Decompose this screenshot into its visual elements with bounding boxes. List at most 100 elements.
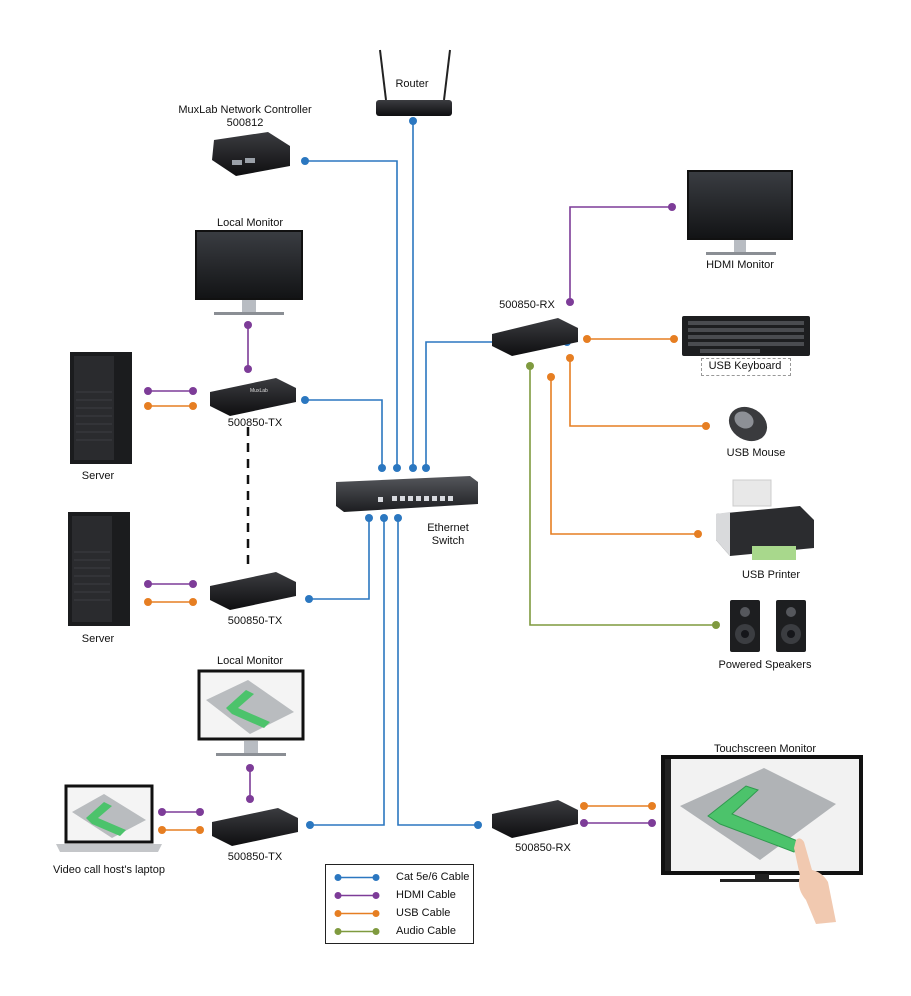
cable-cat-tx_1-to-switch [301,396,386,472]
usb-mouse-label: USB Mouse [726,447,786,459]
server-2-label: Server [81,633,115,645]
cable-end-dot-end [694,530,702,538]
router-icon [376,49,452,116]
network-controller-model: 500812 [226,117,264,129]
cable-layer [144,117,720,834]
cable-end-dot-end [670,335,678,343]
cable-hdmi-local_monitor_1-to-tx_1 [244,321,252,373]
svg-text:MuxLab: MuxLab [250,388,268,394]
legend-label-audio: Audio Cable [396,925,456,937]
cable-line [305,399,383,468]
cable-hdmi-laptop-to-tx_3 [158,808,204,816]
cable-hdmi-rx_2-to-touchscreen [580,819,656,827]
network-controller-icon [212,132,290,176]
cable-line [569,358,706,427]
cable-line [569,206,672,302]
cable-end-dot-end [189,598,197,606]
touchscreen-monitor-icon [661,755,863,882]
cable-cat-tx_2-to-switch [305,514,373,603]
cable-line [529,366,716,626]
cable-end-dot-start [144,598,152,606]
cable-usb-rx_1-to-usb_printer [547,373,702,538]
cable-cat-router-to-switch [409,117,417,472]
usb-keyboard-label: USB Keyboard [708,360,782,372]
cable-end-dot-start [583,335,591,343]
cable-end-dot-start [144,387,152,395]
legend-label-usb: USB Cable [396,907,451,919]
cable-end-dot-end [648,819,656,827]
server-1-label: Server [81,470,115,482]
cable-line [550,377,698,535]
cable-usb-rx_1-to-usb_mouse [566,354,710,430]
cable-hdmi-rx_1-to-hdmi_monitor [566,203,676,306]
server-2-icon [68,512,130,626]
legend-dot-usb-right [372,910,380,917]
laptop-label: Video call host's laptop [53,864,165,876]
cable-cat-tx_3-to-switch [306,514,388,829]
cable-line [397,518,478,826]
cable-hdmi-server_1-to-tx_1 [144,387,197,395]
cable-end-dot-start [306,821,314,829]
ethernet-switch-label: Ethernet Switch [420,522,476,548]
tx-3-icon [212,808,298,846]
usb-printer-icon [716,479,814,560]
legend-item-usb: USB Cable [326,905,473,922]
cable-line [425,341,567,468]
rx-1-label: 500850-RX [499,299,555,311]
local-monitor-2-label: Local Monitor [216,655,284,667]
legend-dot-audio-left [334,928,342,935]
router-label: Router [395,78,429,90]
usb-keyboard-icon [682,316,810,356]
cable-end-dot-start [394,514,402,522]
legend-dot-cat-left [334,874,342,881]
tx-2-icon [210,572,296,610]
cable-end-dot-end [244,365,252,373]
cable-hdmi-local_monitor_2-to-tx_3 [246,764,254,803]
tx-3-label: 500850-TX [227,851,283,863]
cable-usb-laptop-to-tx_3 [158,826,204,834]
network-controller-name: MuxLab Network Controller [178,104,312,116]
usb-keyboard-label-box [701,358,791,376]
cable-end-dot-start [409,117,417,125]
tx-1-icon: MuxLab [210,378,296,416]
cable-end-dot-end [189,387,197,395]
laptop-icon [56,784,162,852]
cable-end-dot-end [378,464,386,472]
cable-legend: Cat 5e/6 Cable HDMI Cable USB Cable Audi… [325,864,474,944]
cable-end-dot-end [409,464,417,472]
cable-usb-server_1-to-tx_1 [144,402,197,410]
legend-item-hdmi: HDMI Cable [326,887,473,904]
legend-dot-hdmi-right [372,892,380,899]
touchscreen-monitor-label: Touchscreen Monitor [713,743,817,755]
cable-end-dot-end [668,203,676,211]
cable-end-dot-end [380,514,388,522]
cable-usb-rx_2-to-touchscreen [580,802,656,810]
tx-2-label: 500850-TX [227,615,283,627]
legend-label-hdmi: HDMI Cable [396,889,456,901]
server-1-icon [70,352,132,464]
usb-mouse-icon [728,406,768,442]
cable-end-dot-start [580,819,588,827]
cable-end-dot-end [246,795,254,803]
cable-end-dot-end [196,826,204,834]
rx-2-label: 500850-RX [515,842,571,854]
cable-end-dot-start [158,826,166,834]
cable-usb-server_2-to-tx_2 [144,598,197,606]
local-monitor-1-icon [195,230,303,315]
legend-dot-usb-left [334,910,342,917]
cable-audio-rx_1-to-speakers [526,362,720,629]
cable-end-dot-end [196,808,204,816]
tx-1-label: 500850-TX [227,417,283,429]
legend-item-cat: Cat 5e/6 Cable [326,869,473,886]
cable-end-dot-start [301,157,309,165]
cable-end-dot-start [547,373,555,381]
cable-cat-rx_2-to-switch [394,514,482,829]
legend-dot-cat-right [372,874,380,881]
cable-cat-rx_1-to-switch [422,338,571,472]
ethernet-switch-label-line2: Switch [431,535,465,547]
cable-end-dot-end [189,580,197,588]
legend-dot-hdmi-left [334,892,342,899]
hdmi-monitor-label: HDMI Monitor [706,259,774,271]
cable-end-dot-start [244,321,252,329]
